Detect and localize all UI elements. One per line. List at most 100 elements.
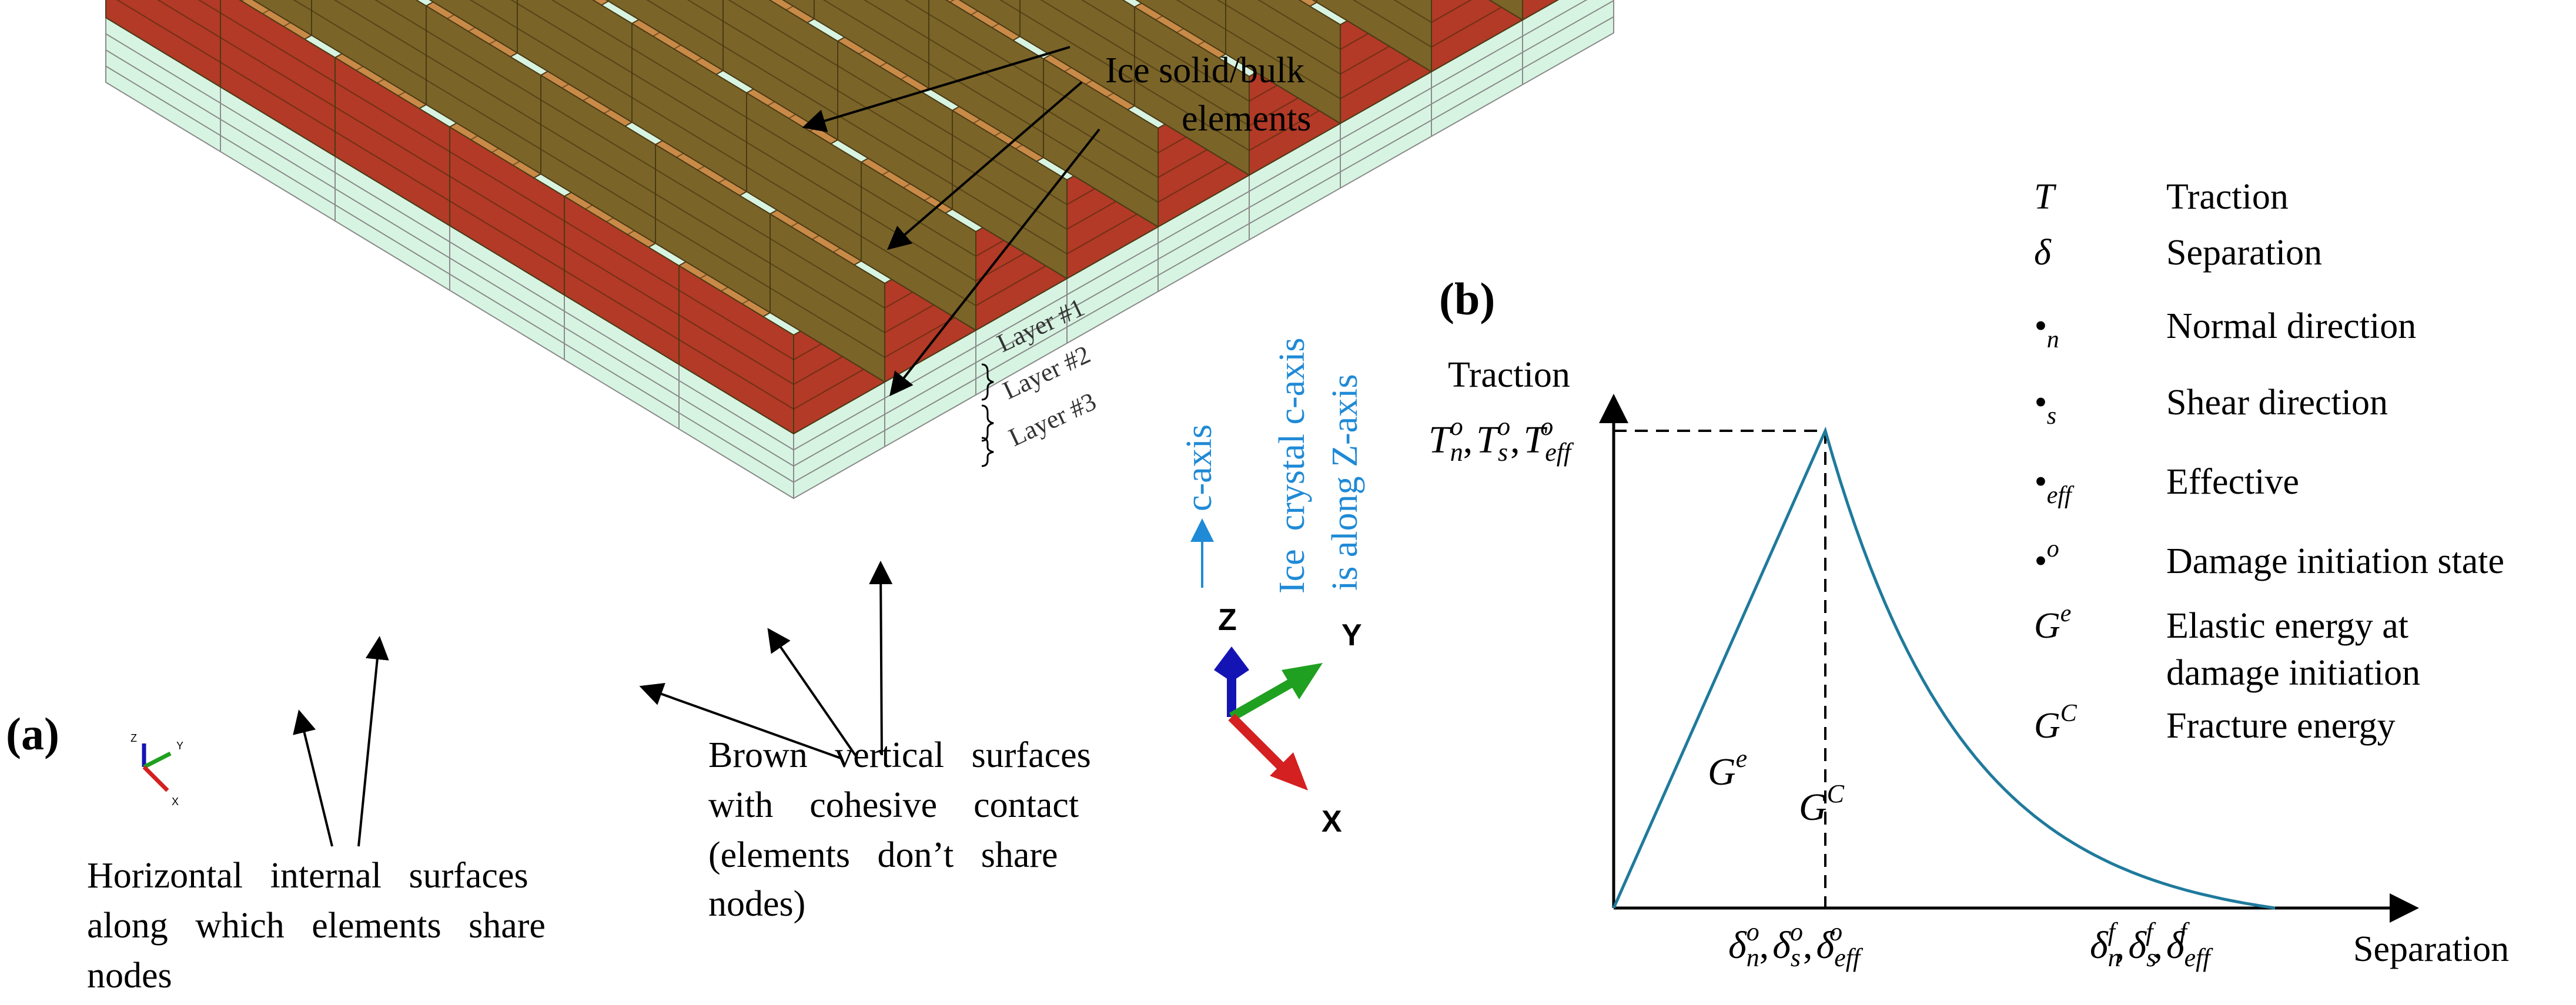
wall-layer-line: [517, 28, 633, 98]
wall-layer-line: [220, 37, 336, 108]
wall-layer-line: [564, 270, 680, 340]
delta-f-label: δnf,δsf,δefff: [2090, 917, 2213, 972]
peak-traction-label: Tno,Tso,Teffo: [1428, 412, 1574, 467]
wall-layer-line: [1257, 0, 1341, 50]
wall-layer-line: [1040, 0, 1135, 57]
brown-surfaces-line4: nodes): [708, 884, 805, 924]
slab-layer-line: [793, 16, 1614, 483]
brown-wall-dark: [782, 0, 815, 19]
legend-symbol-base-4: •: [2034, 462, 2047, 502]
wall-layer-line: [746, 142, 862, 212]
wall-layer-line: [517, 3, 633, 73]
wall-layer-line: [1019, 11, 1135, 82]
small-axis-triad: Z Y X: [131, 732, 183, 808]
peak-sup-o-2: o: [1497, 412, 1510, 441]
wall-layer-line: [334, 131, 450, 202]
wall-layer-line: [722, 45, 838, 116]
arrow-brown-2: [767, 628, 857, 756]
wall-layer-line: [426, 55, 541, 125]
wall-layer-line: [746, 166, 862, 237]
ice-mesh-model: [105, 0, 1614, 499]
peak-t-n: T: [1428, 418, 1453, 461]
big-triad-z: Z: [1218, 603, 1237, 637]
wall-layer-line: [864, 0, 929, 39]
wall-layer-line: [746, 117, 862, 187]
wall-layer-line: [1134, 81, 1250, 151]
peak-sub-s: s: [1498, 438, 1508, 467]
horizontal-surfaces-line1: Horizontal internal surfaces: [87, 856, 528, 896]
arrow-bulk-1: [802, 46, 1070, 132]
wall-layer-line: [722, 21, 838, 91]
wall-layer-line: [1225, 4, 1341, 75]
dO-d-eff: δ: [1816, 924, 1835, 967]
big-triad-x: X: [1322, 805, 1342, 839]
dF-sup-f-3: f: [2180, 917, 2190, 946]
brown-wall-dark: [1316, 0, 1432, 72]
arrow-brown-1: [869, 561, 893, 756]
dO-sub-n: n: [1747, 943, 1759, 972]
legend-symbol-2: •n: [2034, 306, 2059, 353]
panel-b-label: (b): [1439, 273, 1495, 324]
wall-layer-line: [1134, 56, 1250, 126]
wall-layer-line: [928, 14, 1044, 84]
wall-layer-line: [564, 220, 680, 291]
wall-layer-line: [1043, 108, 1159, 178]
slab-layer-line: [793, 0, 1588, 451]
wall-layer-line: [116, 0, 221, 63]
small-triad-y: Y: [176, 740, 183, 752]
gc-c: C: [1827, 779, 1845, 808]
peak-sup-o-1: o: [1450, 412, 1463, 441]
legend-text-5: Damage initiation state: [2166, 541, 2504, 581]
peak-t-s: T: [1476, 418, 1500, 461]
chart-axes: [1599, 394, 2419, 923]
legend-symbol-base-5: •: [2034, 541, 2047, 581]
wall-layer-line: [655, 218, 771, 289]
x-axis-label: Separation: [2353, 929, 2509, 969]
legend-text-8: Fracture energy: [2166, 706, 2396, 746]
wall-layer-line: [1043, 132, 1159, 203]
arrow-bulk-3: [889, 128, 1100, 397]
wall-layer-line: [770, 263, 885, 333]
guide-lines: [1614, 430, 1826, 908]
peak-sup-o-3: o: [1540, 412, 1553, 441]
wall-layer-line: [952, 184, 1068, 254]
legend-symbol-sup-8: C: [2060, 700, 2077, 727]
legend-symbol-sup-6: e: [2060, 600, 2072, 627]
wall-layer-line: [469, 0, 518, 29]
c-axis-note-line2: is along Z-axis: [1325, 374, 1365, 591]
wall-layer-line: [311, 10, 427, 81]
horizontal-surfaces-line3: nodes: [87, 956, 172, 996]
brown-wall-light: [1431, 0, 1523, 72]
wall-layer-line: [1225, 29, 1341, 99]
legend-symbol-6: Ge: [2034, 600, 2071, 646]
legend-symbol-4: •eff: [2034, 462, 2075, 509]
region-label-gc: GC: [1799, 779, 1845, 829]
ge-g: G: [1708, 751, 1736, 793]
brown-wall-dark: [105, 0, 221, 88]
c-axis-label: c-axis: [1179, 424, 1219, 511]
dO-sup-o-1: o: [1747, 917, 1759, 946]
peak-sub-eff: eff: [1545, 438, 1574, 467]
dO-sup-o-3: o: [1829, 917, 1842, 946]
wall-layer-line: [220, 12, 336, 83]
wall-layer-line: [904, 0, 929, 15]
delta-o-label: δno,δso,δeffo: [1728, 917, 1864, 972]
small-triad-x: X: [172, 796, 179, 808]
brown-wall-dark: [1312, 0, 1317, 3]
wall-layer-line: [564, 245, 680, 316]
legend-symbol-base-6: G: [2034, 606, 2060, 646]
dF-sub-n: n: [2108, 943, 2121, 972]
legend-symbol-5: •o: [2034, 535, 2059, 581]
wall-layer-line: [727, 0, 838, 66]
wall-layer-line: [220, 62, 336, 132]
wall-layer-line: [770, 238, 885, 309]
wall-layer-line: [646, 0, 724, 46]
wall-layer-line: [1080, 0, 1135, 32]
horizontal-surfaces-line2: along which elements share: [87, 906, 546, 946]
wall-layer-line: [952, 159, 1068, 230]
panel-a-label: (a): [6, 708, 59, 759]
peak-sub-n: n: [1450, 438, 1463, 467]
wall-layer-line: [655, 193, 771, 264]
brown-surfaces-line2: with cohesive contact: [708, 785, 1079, 825]
brown-surfaces-line3: (elements don’t share: [708, 835, 1058, 875]
